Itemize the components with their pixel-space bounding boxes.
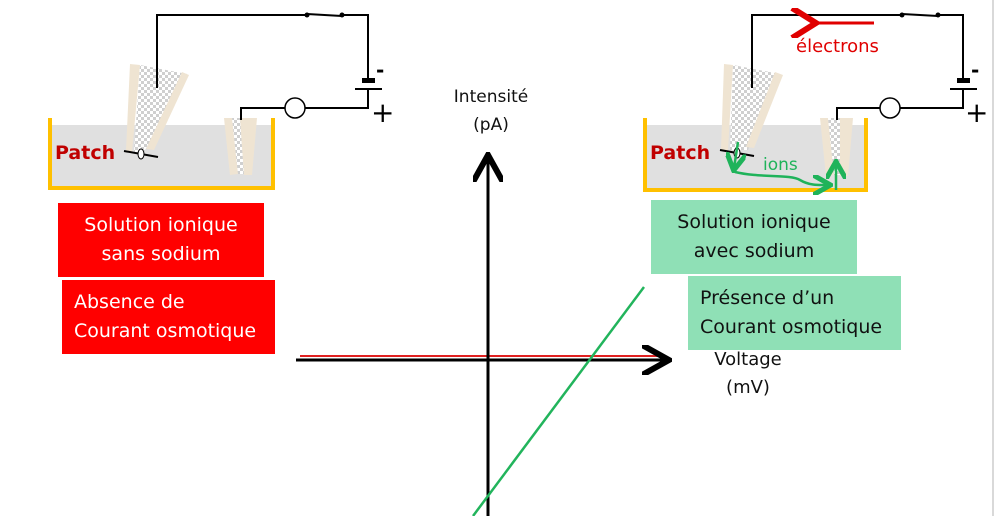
left-ammeter bbox=[284, 97, 306, 119]
electrons-label: électrons bbox=[796, 36, 879, 57]
left-solution-line-2: sans sodium bbox=[101, 243, 221, 265]
right-ammeter bbox=[879, 97, 901, 119]
x-axis-label-line-2: (mV) bbox=[726, 377, 770, 398]
right-battery-negative bbox=[957, 78, 970, 83]
right-solution-line-1: Solution ionique bbox=[677, 211, 831, 233]
right-setup bbox=[643, 13, 977, 192]
right-current-box: Présence d’un Courant osmotique bbox=[688, 276, 901, 350]
left-battery-negative bbox=[362, 78, 375, 83]
right-current-line-2: Courant osmotique bbox=[700, 316, 883, 338]
ions-label: ions bbox=[763, 155, 798, 175]
y-axis-label: Intensité (pA) bbox=[436, 83, 546, 139]
right-circuit-wire bbox=[751, 14, 902, 88]
y-axis-label-line-2: (pA) bbox=[473, 115, 509, 135]
left-bath-container bbox=[48, 118, 275, 190]
left-solution-box: Solution ionique sans sodium bbox=[58, 203, 264, 277]
x-axis-label: Voltage (mV) bbox=[693, 346, 803, 402]
right-patch-label: Patch bbox=[650, 142, 711, 164]
left-solution-line-1: Solution ionique bbox=[84, 214, 238, 236]
left-current-line-2: Courant osmotique bbox=[74, 320, 257, 342]
ion-flow-arrow bbox=[734, 170, 828, 185]
right-solution-line-2: avec sodium bbox=[693, 240, 815, 262]
left-reference-pipette bbox=[224, 118, 238, 175]
iv-graph bbox=[296, 158, 666, 516]
left-switch bbox=[306, 13, 343, 17]
series-line-avec-sodium bbox=[471, 286, 646, 516]
left-battery-minus-label: - bbox=[376, 58, 385, 82]
left-current-box: Absence de Courant osmotique bbox=[62, 280, 275, 354]
right-battery-plus-label: + bbox=[965, 96, 989, 129]
ion-arrow-down bbox=[734, 141, 738, 168]
right-patch-pipette bbox=[721, 64, 733, 150]
right-current-line-1: Présence d’un bbox=[700, 287, 835, 309]
left-circuit-wire bbox=[156, 14, 307, 88]
right-battery-minus-label: - bbox=[971, 58, 980, 82]
y-axis-label-line-1: Intensité bbox=[453, 87, 529, 107]
left-patch-label: Patch bbox=[55, 142, 116, 164]
slide-right-border bbox=[992, 0, 994, 516]
right-solution-box: Solution ionique avec sodium bbox=[651, 200, 857, 274]
right-bath-container bbox=[643, 118, 868, 192]
left-patch-pipette bbox=[126, 64, 140, 152]
left-setup bbox=[48, 12, 382, 190]
left-current-line-1: Absence de bbox=[74, 291, 185, 313]
left-battery-plus-label: + bbox=[371, 96, 395, 129]
right-switch bbox=[901, 13, 939, 17]
x-axis-label-line-1: Voltage bbox=[714, 349, 782, 370]
